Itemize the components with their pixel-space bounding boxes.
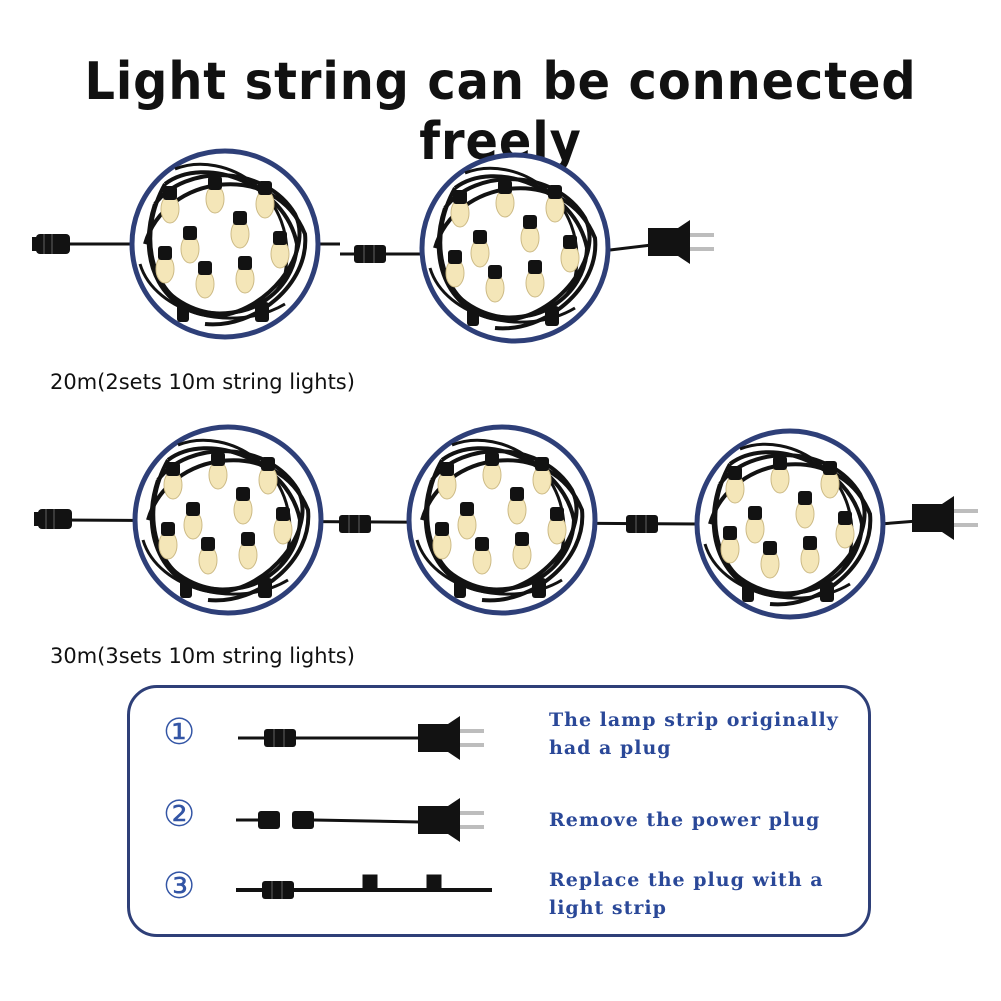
step-3-text-line1: Replace the plug with a <box>549 869 824 891</box>
socket-end-icon <box>31 233 71 255</box>
light-set-circle <box>694 428 886 620</box>
step-3-number: ③ <box>163 866 196 907</box>
step-1-number: ① <box>163 712 196 753</box>
page-title: Light string can be connected freely <box>84 52 917 172</box>
connector-icon <box>353 244 387 264</box>
step-3-text-line2: light strip <box>549 897 667 919</box>
step-2-cable <box>236 798 484 842</box>
step-1-text-line1: The lamp strip originally <box>549 709 839 731</box>
light-set-circle <box>406 424 598 616</box>
connector-icon <box>338 514 372 534</box>
step-3-cable <box>236 874 492 900</box>
socket-end-icon <box>33 508 73 530</box>
plug-icon <box>648 220 714 264</box>
row-30m-illustration <box>33 424 978 620</box>
row-caption-20m: 20m(2sets 10m string lights) <box>50 370 355 394</box>
row-caption-30m: 30m(3sets 10m string lights) <box>50 644 355 668</box>
step-2-text: Remove the power plug <box>549 806 820 834</box>
step-1-text-line2: had a plug <box>549 737 672 759</box>
step-1-cable <box>238 716 484 760</box>
light-set-circle <box>419 152 611 344</box>
plug-icon <box>912 496 978 540</box>
row-20m-illustration <box>31 148 714 344</box>
light-set-circle <box>132 424 324 616</box>
instructions-box <box>127 685 871 937</box>
step-2-text-line1: Remove the power plug <box>549 809 821 831</box>
light-set-circle <box>129 148 321 340</box>
step-3-text: Replace the plug with a light strip <box>549 866 824 922</box>
step-1-text: The lamp strip originally had a plug <box>549 706 839 762</box>
step-2-number: ② <box>163 794 196 835</box>
connector-icon <box>625 514 659 534</box>
